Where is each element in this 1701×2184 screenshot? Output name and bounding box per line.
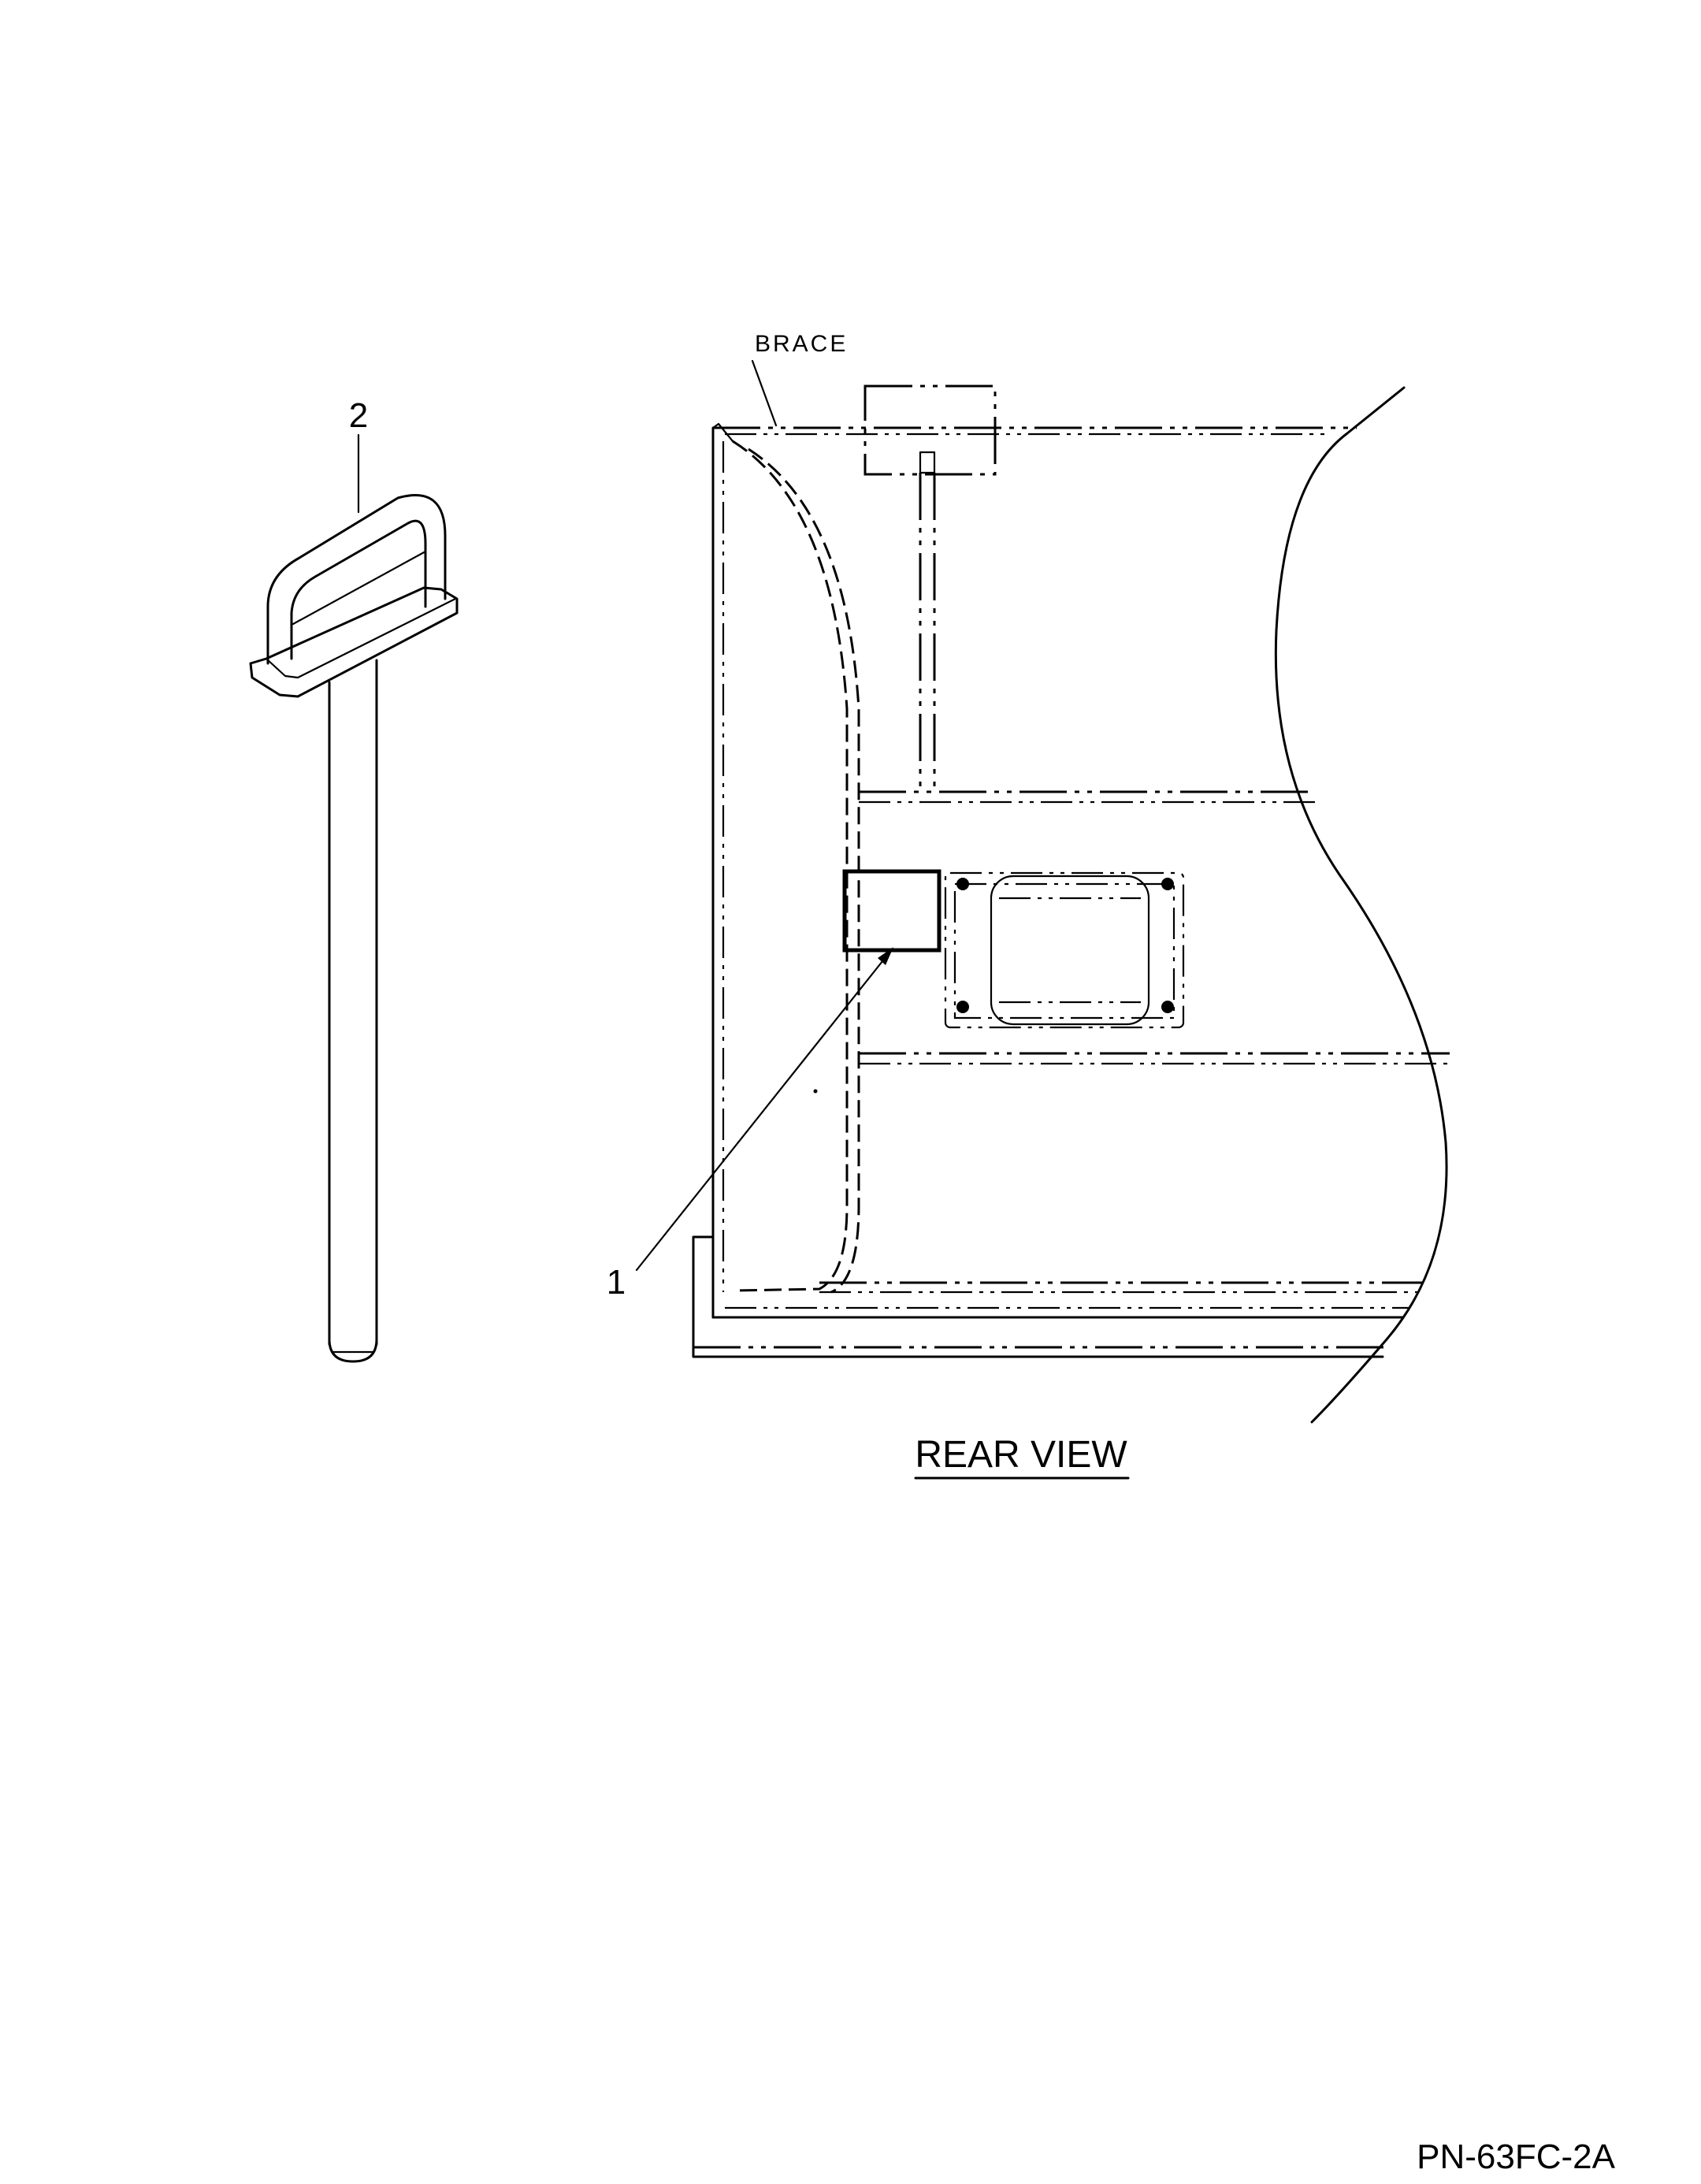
- reference-dot: [813, 1089, 818, 1094]
- hatch-outer-phantom: [944, 871, 1185, 1029]
- curved-panel-hidden-2: [748, 448, 860, 1294]
- hatch-inner-phantom: [953, 882, 1175, 1020]
- brace-label: BRACE: [755, 331, 848, 357]
- curved-panel-hidden: [732, 440, 849, 1292]
- hatch-bolt-bottom-left: [956, 1001, 969, 1013]
- item-1-leader: [635, 952, 890, 1272]
- bottom-frame-outer: [692, 1235, 1384, 1358]
- hatch-frame: [944, 871, 1185, 1029]
- hatch-bolt-bottom-right: [1161, 1001, 1174, 1013]
- break-line: [1274, 386, 1448, 1424]
- brace-block: [863, 384, 997, 476]
- pin-with-handle-item-2: [249, 433, 459, 1363]
- left-frame-corner: [711, 422, 734, 443]
- rear-view-assembly: [635, 359, 1450, 1424]
- pin-base-plate: [249, 586, 459, 698]
- hatch-bolt-top-right: [1161, 878, 1174, 890]
- pin-base-plate-top-edge: [265, 597, 457, 679]
- hatch-opening: [990, 875, 1150, 1026]
- hatch-bolt-top-left: [956, 878, 969, 890]
- bottom-frame-inner: [711, 1291, 1404, 1319]
- pin-handle-inner: [290, 519, 427, 660]
- brace-stem-top: [919, 451, 936, 474]
- item-1-leader-arrow: [878, 947, 893, 965]
- view-title: REAR VIEW: [915, 1434, 1127, 1476]
- pin-handle-web: [292, 550, 427, 626]
- pin-handle-outer: [266, 494, 447, 665]
- item-2-callout: 2: [349, 396, 368, 435]
- part-number: PN-63FC-2A: [1417, 2138, 1615, 2176]
- pin-shaft-tip: [328, 1338, 378, 1363]
- item-1-callout: 1: [607, 1263, 626, 1302]
- brace-leader: [751, 359, 778, 427]
